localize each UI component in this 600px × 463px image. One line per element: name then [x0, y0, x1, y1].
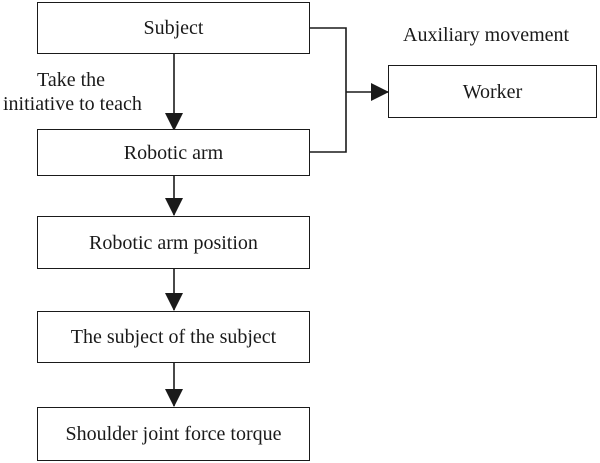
label-auxiliary-movement: Auxiliary movement	[403, 23, 569, 47]
label-initiative-to-teach-line2: initiative to teach	[3, 93, 142, 115]
node-shoulder-joint-label: Shoulder joint force torque	[65, 423, 282, 445]
node-shoulder-joint: Shoulder joint force torque	[37, 407, 310, 461]
node-worker-label: Worker	[462, 80, 523, 103]
bracket-to-worker	[310, 27, 347, 153]
node-worker: Worker	[388, 65, 597, 118]
node-subject-of-subject-label: The subject of the subject	[70, 326, 277, 348]
node-robotic-arm-label: Robotic arm	[123, 141, 224, 164]
node-subject-label: Subject	[143, 17, 204, 39]
node-robotic-arm-position: Robotic arm position	[37, 216, 310, 269]
node-subject: Subject	[37, 2, 310, 54]
label-take-the-initiative: Take the initiative to teach	[3, 68, 142, 116]
label-take-the-line1: Take the	[37, 69, 106, 91]
node-subject-of-subject: The subject of the subject	[37, 311, 310, 363]
node-robotic-arm-position-label: Robotic arm position	[89, 231, 258, 254]
label-auxiliary-movement-text: Auxiliary movement	[403, 24, 570, 46]
node-robotic-arm: Robotic arm	[37, 129, 310, 176]
